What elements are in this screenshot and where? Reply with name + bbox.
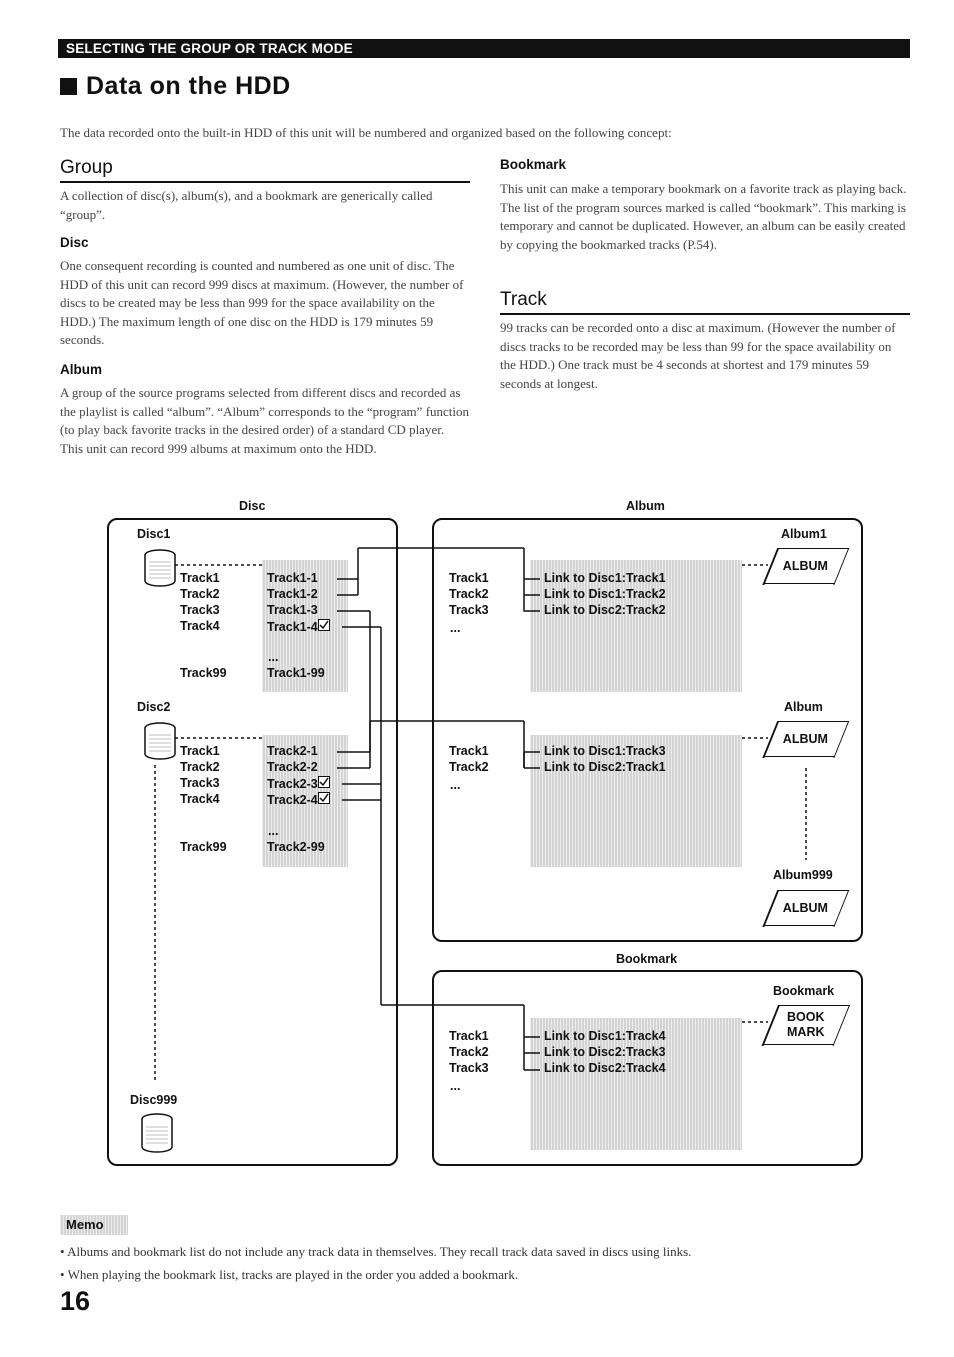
track-text: 99 tracks can be recorded onto a disc at… xyxy=(500,320,896,391)
bookmark-text: This unit can make a temporary bookmark … xyxy=(500,181,907,252)
disc1-track-1: Track1 xyxy=(180,571,220,585)
album1-ellipsis: ... xyxy=(450,621,461,635)
disc-text: One consequent recording is counted and … xyxy=(60,258,464,347)
disc1-data-99: Track1-99 xyxy=(267,666,325,680)
disc2-track-3: Track3 xyxy=(180,776,220,790)
bookmark-link-area xyxy=(530,1018,742,1150)
disc1-data-2: Track1-2 xyxy=(267,587,318,601)
album1-badge: ALBUM xyxy=(762,548,850,584)
disc1-storage-icon xyxy=(144,549,176,587)
album-heading: Album xyxy=(60,362,102,377)
page-title-text: Data on the HDD xyxy=(86,72,291,100)
disc2-label: Disc2 xyxy=(137,700,171,714)
disc2-track-1: Track1 xyxy=(180,744,220,758)
disc1-data-area xyxy=(262,560,348,692)
album999-badge: ALBUM xyxy=(762,890,850,926)
disc999-storage-icon xyxy=(141,1113,173,1153)
album2-ellipsis: ... xyxy=(450,778,461,792)
disc-panel xyxy=(107,518,398,1166)
bookmark-badge-line1: BOOK xyxy=(787,1010,825,1024)
diagram-bookmark-title: Bookmark xyxy=(616,952,678,966)
bookmark-panel xyxy=(432,970,863,1166)
album-text: A group of the source programs selected … xyxy=(60,385,470,456)
album2-badge: ALBUM xyxy=(762,721,850,757)
disc1-data-3: Track1-3 xyxy=(267,603,318,617)
memo-item: • Albums and bookmark list do not includ… xyxy=(60,1244,692,1259)
disc1-track-3: Track3 xyxy=(180,603,220,617)
disc1-data-4: Track1-4 xyxy=(267,619,330,634)
group-text: A collection of disc(s), album(s), and a… xyxy=(60,188,433,222)
bookmark-link-2: Link to Disc2:Track3 xyxy=(544,1045,666,1059)
bookmark-check-icon xyxy=(317,776,330,788)
album1-track-3: Track3 xyxy=(449,603,489,617)
diagram-disc-title: Disc xyxy=(239,499,266,513)
album2-track-2: Track2 xyxy=(449,760,489,774)
album1-link-3: Link to Disc2:Track2 xyxy=(544,603,666,617)
disc2-track-99: Track99 xyxy=(180,840,227,854)
album1-label: Album1 xyxy=(781,527,827,541)
bookmark-track-1: Track1 xyxy=(449,1029,489,1043)
album2-link-area xyxy=(530,735,742,867)
disc2-data-4: Track2-4 xyxy=(267,792,330,807)
album2-link-1: Link to Disc1:Track3 xyxy=(544,744,666,758)
disc2-data-1: Track2-1 xyxy=(267,744,318,758)
disc2-storage-icon xyxy=(144,722,176,760)
memo-item: • When playing the bookmark list, tracks… xyxy=(60,1267,519,1282)
bookmark-box-label: Bookmark xyxy=(773,984,835,998)
disc999-label: Disc999 xyxy=(130,1093,178,1107)
album2-label: Album xyxy=(784,700,823,714)
title-square-icon xyxy=(60,78,77,95)
album1-link-1: Link to Disc1:Track1 xyxy=(544,571,666,585)
memo-list: • Albums and bookmark list do not includ… xyxy=(60,1240,920,1286)
album2-track-1: Track1 xyxy=(449,744,489,758)
bookmark-track-3: Track3 xyxy=(449,1061,489,1075)
disc2-data-area xyxy=(262,735,348,867)
bookmark-link-3: Link to Disc2:Track4 xyxy=(544,1061,666,1075)
bookmark-badge-line2: MARK xyxy=(787,1025,825,1039)
disc-heading: Disc xyxy=(60,235,89,250)
section-header-bar: SELECTING THE GROUP OR TRACK MODE xyxy=(58,39,910,58)
bookmark-track-2: Track2 xyxy=(449,1045,489,1059)
album1-track-1: Track1 xyxy=(449,571,489,585)
bookmark-link-1: Link to Disc1:Track4 xyxy=(544,1029,666,1043)
album1-track-2: Track2 xyxy=(449,587,489,601)
bookmark-check-icon xyxy=(317,619,330,631)
group-heading: Group xyxy=(60,157,470,183)
album-panel xyxy=(432,518,863,942)
disc2-data-2: Track2-2 xyxy=(267,760,318,774)
page-title: Data on the HDD xyxy=(60,72,291,101)
disc1-track-4: Track4 xyxy=(180,619,220,633)
disc2-track-4: Track4 xyxy=(180,792,220,806)
page-number: 16 xyxy=(60,1286,91,1316)
disc2-track-2: Track2 xyxy=(180,760,220,774)
album1-link-2: Link to Disc1:Track2 xyxy=(544,587,666,601)
disc1-label: Disc1 xyxy=(137,527,171,541)
album999-label: Album999 xyxy=(773,868,833,882)
track-heading: Track xyxy=(500,289,910,315)
album1-link-area xyxy=(530,560,742,692)
disc2-data-3: Track2-3 xyxy=(267,776,330,791)
album2-link-2: Link to Disc2:Track1 xyxy=(544,760,666,774)
disc2-ellipsis: ... xyxy=(268,824,279,838)
bookmark-ellipsis: ... xyxy=(450,1079,461,1093)
memo-label: Memo xyxy=(60,1215,128,1235)
disc1-ellipsis: ... xyxy=(268,650,279,664)
diagram-album-title: Album xyxy=(626,499,665,513)
intro-text: The data recorded onto the built-in HDD … xyxy=(60,125,672,140)
bookmark-check-icon xyxy=(317,792,330,804)
disc1-track-99: Track99 xyxy=(180,666,227,680)
disc1-data-1: Track1-1 xyxy=(267,571,318,585)
disc2-data-99: Track2-99 xyxy=(267,840,325,854)
bookmark-heading: Bookmark xyxy=(500,157,567,172)
disc1-track-2: Track2 xyxy=(180,587,220,601)
